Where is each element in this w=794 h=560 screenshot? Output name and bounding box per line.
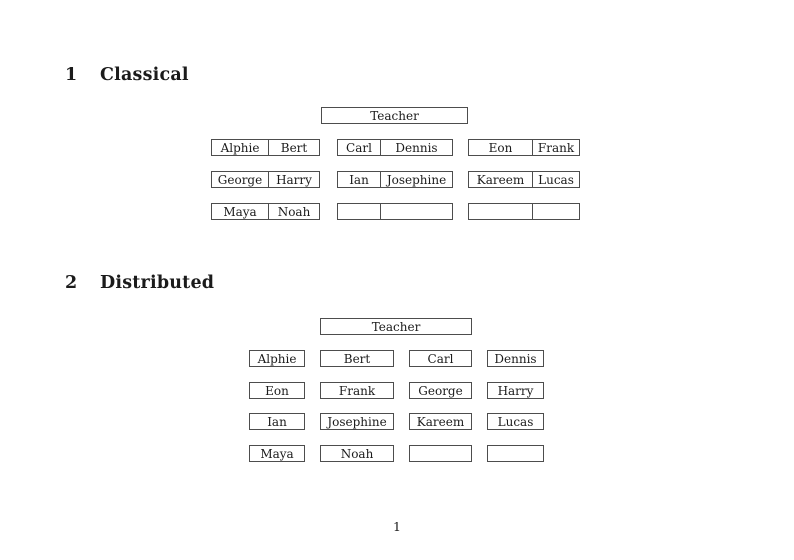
desk: Maya Noah: [211, 203, 320, 220]
section-title: Classical: [100, 65, 189, 85]
desk: George Harry: [211, 171, 320, 188]
desk-cell: Maya: [223, 204, 257, 219]
desk-cell: Noah: [268, 204, 319, 219]
seat-box: Josephine: [320, 413, 394, 430]
seat-box: Noah: [320, 445, 394, 462]
desk-cell: Kareem: [476, 172, 525, 187]
seat-box: Dennis: [487, 350, 544, 367]
desk-cell: Bert: [268, 140, 319, 155]
section-heading-classical: 1 Classical: [65, 65, 189, 85]
section-heading-distributed: 2 Distributed: [65, 273, 215, 293]
desk-cell: [338, 204, 380, 219]
desk-cell: Carl: [346, 140, 372, 155]
desk: Carl Dennis: [337, 139, 453, 156]
page-number: 1: [393, 519, 401, 534]
teacher-box-classical: Teacher: [321, 107, 468, 124]
seat-box: Harry: [487, 382, 544, 399]
desk-empty: [468, 203, 580, 220]
desk-cell: [469, 204, 532, 219]
desk-cell: Ian: [349, 172, 369, 187]
seat-box-empty: [409, 445, 472, 462]
desk-cell: [380, 204, 452, 219]
desk-cell: Harry: [268, 172, 319, 187]
seat-box: Lucas: [487, 413, 544, 430]
seat-box: Ian: [249, 413, 305, 430]
section-number: 2: [65, 273, 78, 293]
desk-cell: Eon: [488, 140, 513, 155]
seat-box: Frank: [320, 382, 394, 399]
desk-cell: Dennis: [380, 140, 452, 155]
desk-empty: [337, 203, 453, 220]
desk-cell: George: [217, 172, 263, 187]
seat-box-empty: [487, 445, 544, 462]
section-title: Distributed: [100, 273, 215, 293]
seat-box: Bert: [320, 350, 394, 367]
seat-box: Alphie: [249, 350, 305, 367]
seat-box: George: [409, 382, 472, 399]
teacher-box-distributed: Teacher: [320, 318, 472, 335]
desk: Ian Josephine: [337, 171, 453, 188]
seat-box: Eon: [249, 382, 305, 399]
seat-box: Carl: [409, 350, 472, 367]
desk-cell: [532, 204, 579, 219]
desk: Kareem Lucas: [468, 171, 580, 188]
desk-cell: Frank: [532, 140, 579, 155]
desk: Alphie Bert: [211, 139, 320, 156]
desk-cell: Alphie: [220, 140, 260, 155]
desk-cell: Josephine: [380, 172, 452, 187]
desk: Eon Frank: [468, 139, 580, 156]
seat-box: Maya: [249, 445, 305, 462]
seat-box: Kareem: [409, 413, 472, 430]
section-number: 1: [65, 65, 78, 85]
desk-cell: Lucas: [532, 172, 579, 187]
